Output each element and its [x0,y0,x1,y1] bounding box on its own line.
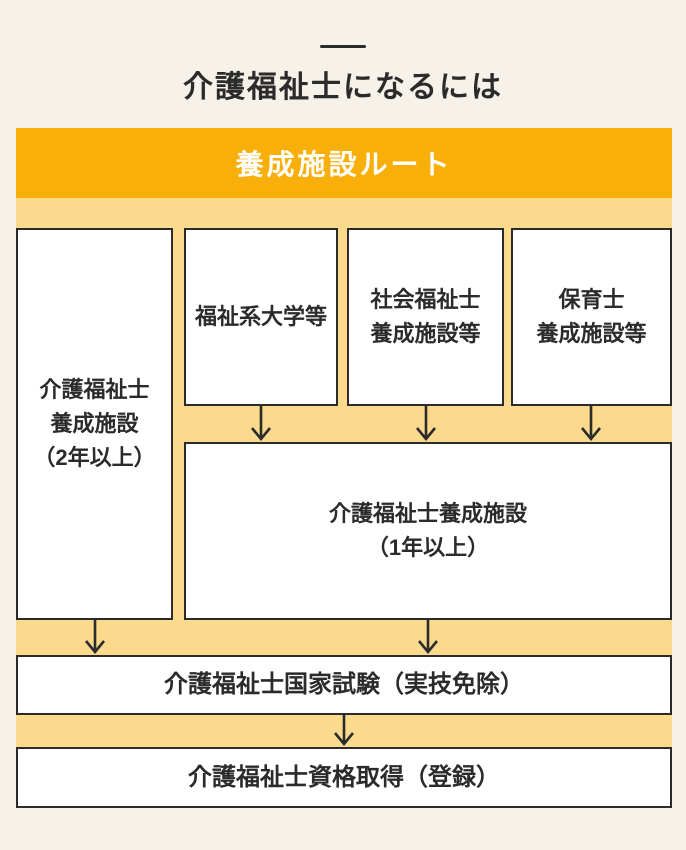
box-line: 養成施設 [50,410,139,436]
box-line: 保育士 [558,286,625,312]
box-childcare-school: 保育士 養成施設等 [511,228,672,406]
box-line: 養成施設等 [370,321,481,346]
title-dash-decoration [320,45,366,48]
flowchart-container: 介護福祉士 養成施設 （2年以上） 福祉系大学等 社会福祉士 養成施設等 保育士… [16,198,672,808]
box-kaigo-training-1yr: 介護福祉士養成施設 （1年以上） [184,442,672,620]
box-welfare-university: 福祉系大学等 [184,228,338,406]
box-license-acquisition: 介護福祉士資格取得（登録） [16,747,672,808]
box-line: 介護福祉士国家試験（実技免除） [164,671,524,699]
down-arrow-icon [578,406,604,442]
down-arrow-icon [82,620,108,655]
down-arrow-icon [248,406,274,442]
box-national-exam: 介護福祉士国家試験（実技免除） [16,655,672,715]
box-social-worker-school: 社会福祉士 養成施設等 [347,228,504,406]
route-banner: 養成施設ルート [16,128,672,198]
box-line: 福祉系大学等 [194,303,327,329]
page-title: 介護福祉士になるには [183,71,503,104]
box-line: 社会福祉士 [370,286,481,312]
down-arrow-icon [415,620,441,655]
box-line: （1年以上） [366,535,490,560]
box-line: 介護福祉士養成施設 [328,500,527,526]
down-arrow-icon [413,406,439,442]
down-arrow-icon [331,715,357,747]
route-banner-label: 養成施設ルート [235,149,453,180]
box-line: 養成施設等 [536,321,647,346]
box-line: （2年以上） [33,445,156,471]
box-kaigo-training-2yr: 介護福祉士 養成施設 （2年以上） [16,228,173,620]
box-line: 介護福祉士資格取得（登録） [188,763,500,791]
box-line: 介護福祉士 [39,376,150,402]
